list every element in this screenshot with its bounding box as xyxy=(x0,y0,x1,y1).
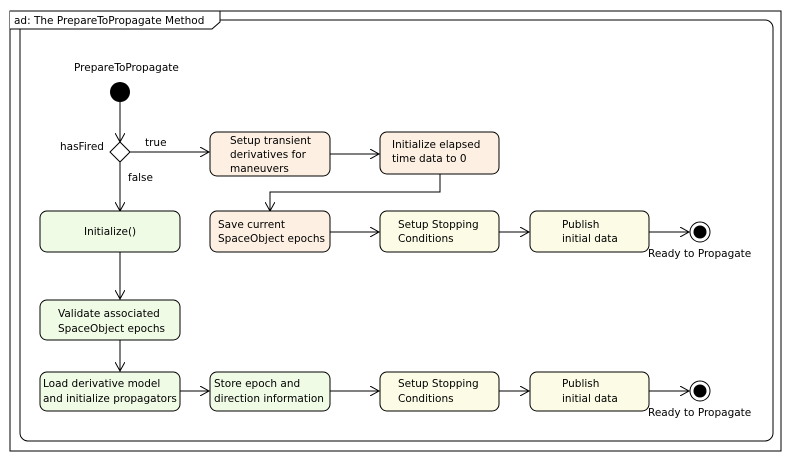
action-save-epochs: Save current SpaceObject epochs xyxy=(209,210,331,253)
frame-title: ad: The PrepareToPropagate Method xyxy=(14,15,204,27)
action-setup-stopping-2: Setup Stopping Conditions xyxy=(379,371,500,412)
action-text: initial data xyxy=(562,393,618,405)
action-text: Setup Stopping xyxy=(398,219,479,231)
action-text: and initialize propagators xyxy=(43,393,177,405)
action-text: Setup Stopping xyxy=(398,378,479,390)
action-publish-1: Publish initial data xyxy=(529,210,650,253)
action-setup-stopping-1: Setup Stopping Conditions xyxy=(379,210,500,253)
action-setup-transient: Setup transient derivatives for maneuver… xyxy=(209,131,331,177)
final-node-1 xyxy=(689,221,711,243)
action-text: Conditions xyxy=(398,393,454,405)
action-text: Validate associated xyxy=(58,308,160,320)
action-text: SpaceObject epochs xyxy=(218,233,325,245)
final-label-1: Ready to Propagate xyxy=(648,248,751,260)
action-text: Conditions xyxy=(398,233,454,245)
action-initialize-elapsed: Initialize elapsed time data to 0 xyxy=(379,131,500,175)
action-text: SpaceObject epochs xyxy=(58,323,165,335)
action-text: Load derivative model xyxy=(43,378,160,390)
action-store-epoch: Store epoch and direction information xyxy=(209,371,331,412)
guard-true: true xyxy=(145,137,167,149)
action-text: Store epoch and xyxy=(214,378,300,390)
action-load-model: Load derivative model and initialize pro… xyxy=(39,371,181,412)
action-text: Publish xyxy=(562,219,599,231)
action-text: direction information xyxy=(214,393,324,405)
initial-node-label: PrepareToPropagate xyxy=(74,62,179,74)
action-initialize: Initialize() xyxy=(39,210,181,253)
action-text: Setup transient xyxy=(230,135,311,147)
initial-node xyxy=(110,82,130,102)
decision-label: hasFired xyxy=(60,141,104,153)
action-text: Initialize elapsed xyxy=(392,139,480,151)
action-text: maneuvers xyxy=(230,163,289,175)
final-label-2: Ready to Propagate xyxy=(648,407,751,419)
control-flows xyxy=(120,102,689,391)
action-text: time data to 0 xyxy=(392,153,467,165)
action-text: derivatives for xyxy=(230,149,307,161)
action-validate: Validate associated SpaceObject epochs xyxy=(39,299,181,341)
final-node-2 xyxy=(689,380,711,402)
action-text: Save current xyxy=(218,219,285,231)
action-text: Initialize() xyxy=(84,226,136,238)
guard-false: false xyxy=(128,172,153,184)
action-text: initial data xyxy=(562,233,618,245)
action-publish-2: Publish initial data xyxy=(529,371,650,412)
action-text: Publish xyxy=(562,378,599,390)
